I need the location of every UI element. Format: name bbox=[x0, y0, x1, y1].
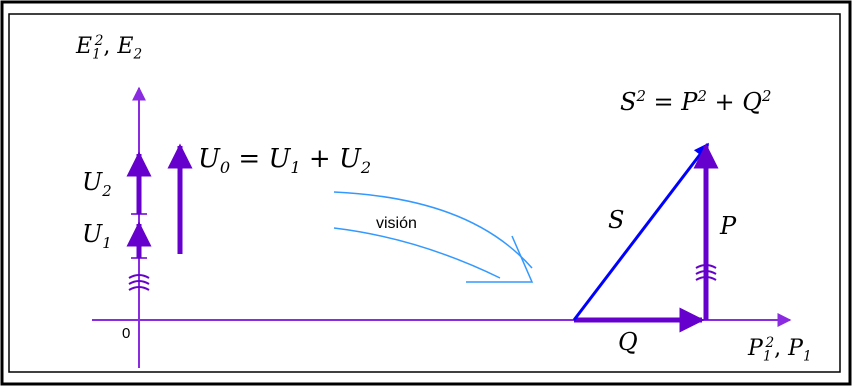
s-label: S bbox=[608, 206, 625, 234]
u0-equation: U0 = U1 + U2 bbox=[198, 144, 372, 178]
u2-label: U2 bbox=[82, 168, 112, 200]
p-break-mark bbox=[695, 264, 717, 281]
x-axis-label: P12, P1 bbox=[748, 334, 812, 365]
p-label: P bbox=[720, 212, 737, 240]
q-label: Q bbox=[618, 328, 638, 356]
y-axis-label: E12, E2 bbox=[76, 32, 143, 63]
u1-label: U1 bbox=[82, 220, 112, 252]
inner-frame bbox=[8, 13, 841, 373]
s-equation: S2 = P2 + Q2 bbox=[620, 87, 772, 116]
vector-s bbox=[572, 142, 710, 321]
origin-label: 0 bbox=[122, 325, 131, 342]
y-axis-break-mark bbox=[128, 274, 150, 291]
vision-label: visión bbox=[376, 215, 417, 232]
vision-arrow bbox=[333, 191, 534, 283]
